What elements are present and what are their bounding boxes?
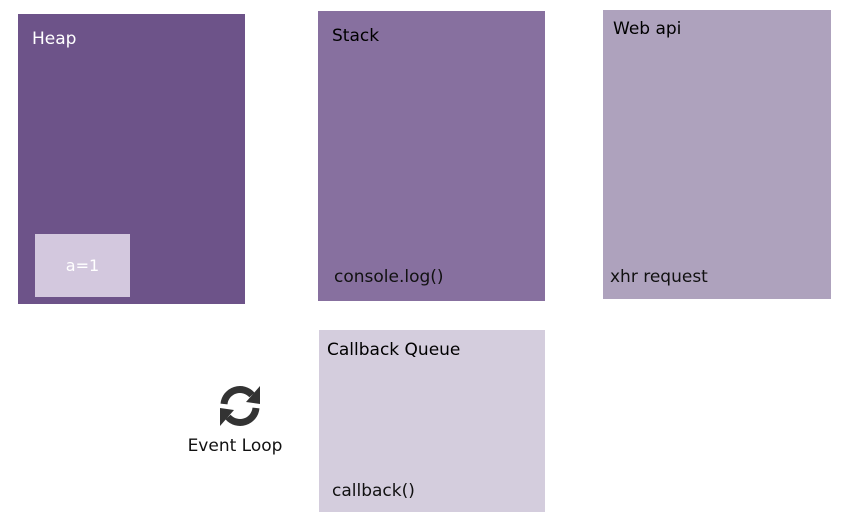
heap-title: Heap bbox=[32, 29, 77, 49]
heap-variable: a=1 bbox=[35, 234, 130, 297]
callback-queue-item: callback() bbox=[332, 481, 415, 501]
web-api-box: Web api xhr request bbox=[603, 10, 831, 299]
heap-box: Heap a=1 bbox=[18, 14, 245, 304]
callback-queue-box: Callback Queue callback() bbox=[319, 330, 545, 512]
stack-title: Stack bbox=[332, 26, 380, 46]
refresh-icon bbox=[220, 386, 260, 426]
stack-box: Stack console.log() bbox=[318, 11, 545, 301]
web-api-title: Web api bbox=[613, 19, 682, 39]
stack-item: console.log() bbox=[334, 267, 444, 287]
web-api-item: xhr request bbox=[610, 267, 708, 287]
event-loop-label: Event Loop bbox=[187, 436, 283, 456]
callback-queue-title: Callback Queue bbox=[327, 340, 461, 360]
event-loop: Event Loop bbox=[180, 378, 300, 468]
